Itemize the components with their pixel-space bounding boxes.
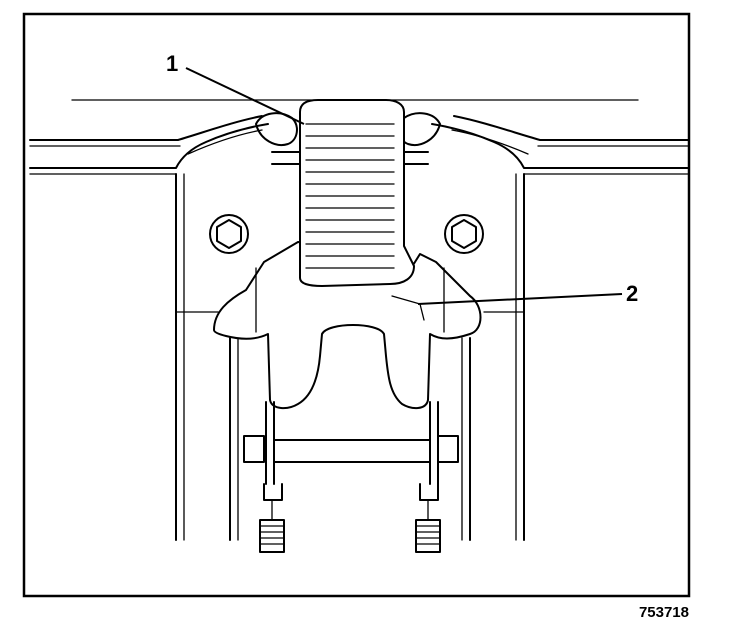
hex-bolt-right bbox=[444, 214, 484, 254]
cross-bar bbox=[29, 99, 689, 175]
figure-number: 753718 bbox=[639, 604, 689, 621]
connecting-rods bbox=[243, 401, 459, 485]
spring-right bbox=[415, 483, 441, 553]
callout-leader-2 bbox=[417, 293, 623, 305]
callout-label-1: 1 bbox=[166, 51, 178, 76]
hex-bolt-left bbox=[209, 214, 249, 254]
latch-plate bbox=[213, 241, 482, 410]
callout-leader-1 bbox=[185, 67, 305, 125]
spring-left bbox=[259, 483, 285, 553]
figure-frame bbox=[22, 12, 691, 598]
release-lever bbox=[299, 99, 415, 287]
callout-label-2: 2 bbox=[626, 281, 638, 306]
housing bbox=[175, 173, 525, 541]
